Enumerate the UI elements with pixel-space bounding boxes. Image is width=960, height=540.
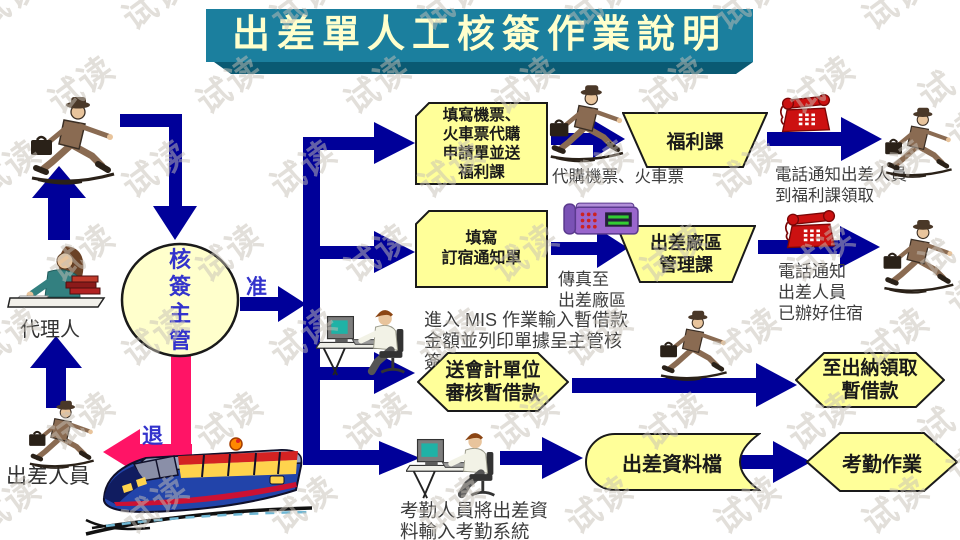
approve-label: 准 bbox=[246, 276, 267, 299]
arrow-accounting-to-cashier bbox=[572, 378, 758, 393]
traveler-icon bbox=[22, 96, 122, 186]
reject-arrow-vertical bbox=[171, 356, 191, 458]
branch1-arrow bbox=[320, 137, 374, 150]
title-banner: 出差單人工核簽作業說明 bbox=[206, 9, 753, 62]
agent-label: 代理人 bbox=[20, 319, 80, 341]
arrow-agent-to-traveler bbox=[48, 198, 70, 240]
traveler-icon bbox=[876, 212, 960, 302]
mis-note: 進入 MIS 作業輸入暫借款 金額並列印單據呈主管核 簽 bbox=[424, 310, 629, 372]
fax-icon bbox=[563, 202, 639, 235]
plant-mgmt-label: 出差廠區 管理課 bbox=[650, 233, 722, 275]
train-icon bbox=[84, 436, 314, 536]
cashier-pickup-label: 至出納領取 暫借款 bbox=[822, 358, 918, 402]
arrow-welfare-to-traveler bbox=[767, 132, 843, 146]
trunk-bar bbox=[303, 137, 320, 465]
phone-notify-lodging-caption: 電話通知 出差人員 已辦好住宿 bbox=[778, 262, 863, 323]
ticket-request-label: 填寫機票、 火車票代購 申請單並送 福利課 bbox=[442, 106, 521, 181]
ticket-request-box: 填寫機票、 火車票代購 申請單並送 福利課 bbox=[415, 102, 548, 185]
arrowhead-right bbox=[374, 231, 415, 273]
lodging-form-label: 填寫 訂宿通知單 bbox=[441, 230, 522, 267]
telephone-icon bbox=[779, 93, 831, 133]
telephone-icon bbox=[784, 209, 836, 249]
approve-arrow bbox=[240, 297, 280, 311]
attendance-label: 考勤作業 bbox=[842, 453, 922, 476]
arrowhead-right bbox=[542, 437, 583, 479]
arrowhead-right bbox=[374, 122, 415, 164]
arrowhead-right bbox=[773, 441, 811, 483]
trip-datafile-label: 出差資料檔 bbox=[622, 453, 722, 476]
accounting-review-node: 送會計單位 審核暫借款 bbox=[417, 352, 569, 412]
traveler-icon bbox=[878, 106, 958, 180]
reject-label: 退 bbox=[142, 425, 163, 448]
arrow-traveler-to-supervisor bbox=[120, 114, 182, 127]
arrow-datafile-to-attendance bbox=[735, 455, 781, 469]
arrowhead-right bbox=[756, 363, 797, 407]
person-at-computer-icon bbox=[406, 428, 502, 502]
branch3-arrow bbox=[320, 367, 374, 380]
trip-datafile-node: 出差資料檔 bbox=[583, 432, 761, 492]
arrowhead-right bbox=[840, 226, 880, 268]
arrow-box-to-plant bbox=[551, 242, 599, 255]
supervisor-label: 核 簽 主 管 bbox=[168, 247, 191, 353]
watermark-text: 试读 bbox=[115, 132, 197, 206]
attendance-note: 考勤人員將出差資 料輸入考勤系統 bbox=[400, 500, 549, 540]
traveler-icon bbox=[652, 310, 734, 382]
accounting-review-label: 送會計單位 審核暫借款 bbox=[445, 360, 541, 404]
watermark-text: 试读 bbox=[855, 0, 937, 38]
arrowhead-up bbox=[30, 336, 82, 368]
agent-at-desk-icon bbox=[6, 240, 110, 320]
arrowhead-down bbox=[153, 206, 197, 240]
plant-mgmt-node: 出差廠區 管理課 bbox=[616, 225, 756, 283]
supervisor-node: 核 簽 主 管 bbox=[120, 242, 240, 358]
arrow-person-to-datafile bbox=[500, 451, 544, 465]
purchase-caption: 代購機票、火車票 bbox=[552, 168, 684, 186]
arrowhead-right bbox=[841, 117, 882, 161]
person-at-computer-icon bbox=[316, 304, 412, 380]
attendance-node: 考勤作業 bbox=[806, 432, 958, 492]
arrowhead-right bbox=[278, 286, 306, 322]
welfare-dept-label: 福利課 bbox=[666, 131, 724, 153]
watermark-text: 试读 bbox=[115, 0, 197, 38]
page-title: 出差單人工核簽作業說明 bbox=[231, 14, 727, 56]
traveler-label: 出差人員 bbox=[6, 465, 90, 488]
branch4-arrow bbox=[303, 450, 379, 465]
traveler-icon bbox=[542, 84, 630, 164]
welfare-dept-node: 福利課 bbox=[622, 112, 768, 168]
arrow-traveler-to-supervisor-vertical bbox=[169, 114, 182, 206]
title-bevel bbox=[214, 62, 753, 74]
phone-notify-pickup-caption: 電話通知出差人員 到福利課領取 bbox=[775, 166, 907, 205]
fax-caption: 傳真至 出差廠區 bbox=[558, 270, 626, 310]
watermark-text: 试读 bbox=[0, 0, 49, 38]
lodging-form-box: 填寫 訂宿通知單 bbox=[415, 210, 548, 288]
cashier-pickup-node: 至出納領取 暫借款 bbox=[795, 352, 945, 408]
branch2-arrow bbox=[320, 246, 374, 259]
arrow-traveler-to-agent bbox=[46, 368, 66, 408]
